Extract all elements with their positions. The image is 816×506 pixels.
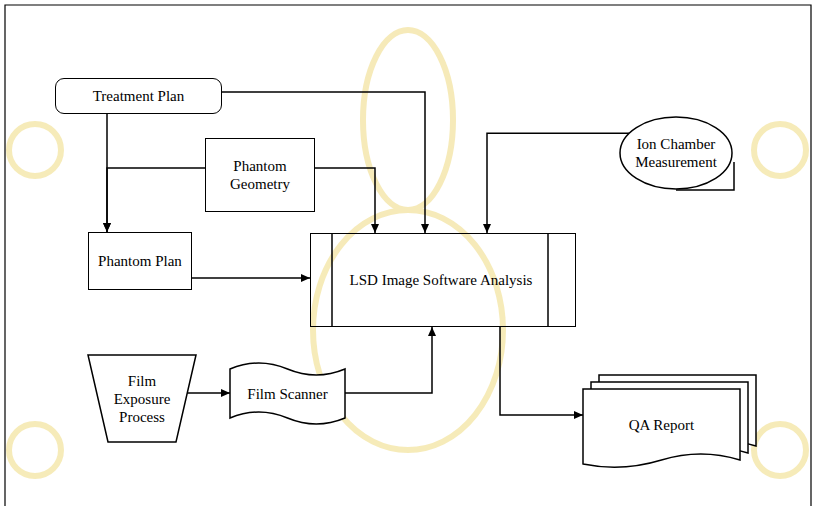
node-label: Ion Chamber Measurement xyxy=(632,135,720,171)
connector-arrow xyxy=(192,277,310,279)
start-box: Treatment Plan xyxy=(55,78,222,114)
node-label: Treatment Plan xyxy=(93,87,185,105)
multi-document: QA Report xyxy=(583,375,756,468)
predefined-process: LSD Image Software Analysis xyxy=(310,233,576,327)
connector-arrow xyxy=(345,327,432,393)
shape-outline xyxy=(618,116,734,190)
node-label: Film Scanner xyxy=(247,385,327,403)
process-box: Phantom Geometry xyxy=(205,138,315,212)
node-label: LSD Image Software Analysis xyxy=(350,271,533,289)
tape-shape: Film Scanner xyxy=(230,362,345,425)
connector-arrow xyxy=(107,168,205,232)
data-circle: Ion Chamber Measurement xyxy=(618,116,734,190)
node-label: Phantom Geometry xyxy=(214,157,306,193)
connector-arrow xyxy=(187,392,230,394)
connector-arrow xyxy=(487,133,629,233)
node-label: Phantom Plan xyxy=(98,252,182,270)
connector-arrow xyxy=(500,327,583,415)
connector-arrow xyxy=(315,168,375,233)
node-label: Film Exposure Process xyxy=(108,372,176,426)
node-label: QA Report xyxy=(629,416,694,434)
manual-operation: Film Exposure Process xyxy=(88,355,196,442)
process-box: Phantom Plan xyxy=(88,232,192,290)
